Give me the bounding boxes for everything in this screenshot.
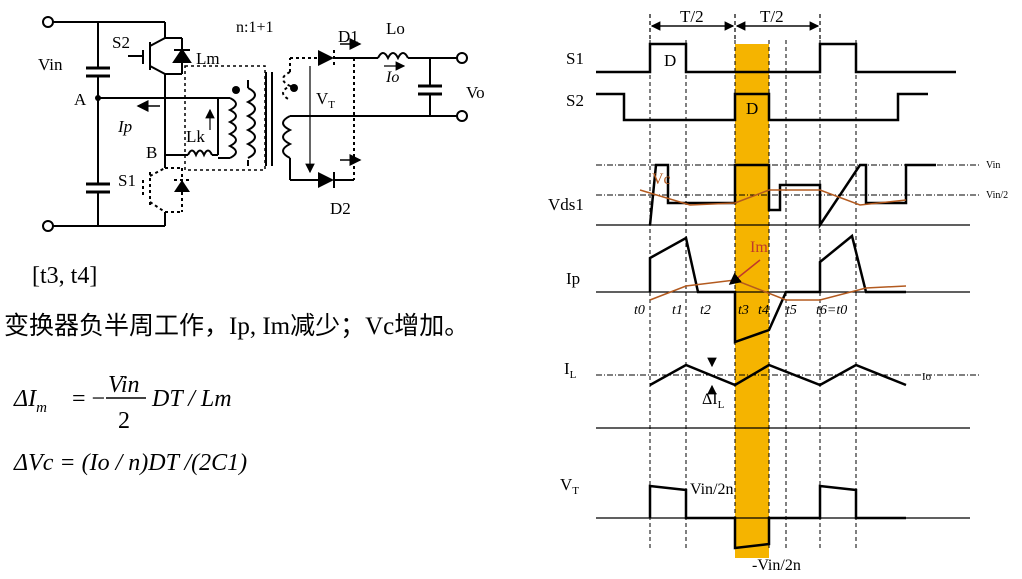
svg-text:Vin: Vin bbox=[108, 372, 140, 398]
label-lm: Lm bbox=[196, 49, 220, 68]
dot-secondary bbox=[290, 84, 298, 92]
label-s1: S1 bbox=[118, 171, 136, 190]
label-duty-s1: D bbox=[664, 51, 676, 70]
label-d1: D1 bbox=[338, 27, 359, 46]
label-vo: Vo bbox=[466, 83, 485, 102]
vo-bottom-terminal bbox=[456, 110, 468, 122]
label-s1-wave: S1 bbox=[566, 49, 584, 68]
label-d2: D2 bbox=[330, 199, 351, 218]
waveform-vt bbox=[648, 484, 906, 550]
label-lk: Lk bbox=[186, 127, 205, 146]
time-label-t1: t1 bbox=[672, 303, 683, 318]
dot-primary bbox=[232, 86, 240, 94]
label-vds1: Vds1 bbox=[548, 195, 584, 214]
label-duty-s2: D bbox=[746, 99, 758, 118]
svg-text:2: 2 bbox=[118, 408, 130, 434]
interval-label: [t3, t4] bbox=[32, 263, 97, 289]
equation-delta-vc: ΔVc = (Io / n)DT /(2C1) bbox=[13, 450, 247, 476]
inductor-lk bbox=[187, 149, 213, 158]
time-labels: t0 t1 t2 t3 t4 t5 t6=t0 bbox=[634, 303, 847, 318]
label-vt-wave: VT bbox=[560, 475, 579, 497]
transformer-secondary-top bbox=[282, 71, 293, 101]
label-vt: VT bbox=[316, 89, 335, 111]
operation-description: 变换器负半周工作，Ip, Im减少；Vc增加。 bbox=[4, 312, 469, 340]
label-ip-wave: Ip bbox=[566, 269, 580, 288]
vin-bottom-terminal bbox=[42, 220, 54, 232]
transformer-secondary-bottom bbox=[282, 115, 293, 159]
label-im: Im bbox=[750, 239, 768, 256]
label-il: IL bbox=[564, 359, 577, 381]
time-label-t5: t5 bbox=[786, 303, 797, 318]
label-s2-wave: S2 bbox=[566, 91, 584, 110]
waveform-vc bbox=[639, 189, 907, 206]
label-io-wave: Io bbox=[922, 371, 932, 383]
vin-top-terminal bbox=[42, 16, 54, 28]
label-turns-ratio: n:1+1 bbox=[236, 19, 273, 36]
half-period-dimension bbox=[649, 14, 821, 40]
svg-text:DT / Lm: DT / Lm bbox=[151, 386, 232, 412]
waveform-s1 bbox=[596, 42, 956, 74]
label-vt-negative: -Vin/2n bbox=[752, 557, 801, 574]
waveform-ip bbox=[648, 233, 906, 344]
label-s2: S2 bbox=[112, 33, 130, 52]
label-node-b: B bbox=[146, 143, 157, 162]
label-node-a: A bbox=[74, 90, 87, 109]
half-period-label-1: T/2 bbox=[680, 7, 704, 26]
label-delta-il: ΔIL bbox=[702, 391, 725, 411]
waveform-im bbox=[649, 279, 907, 301]
label-vc: Vc bbox=[652, 171, 671, 188]
waveform-s2 bbox=[596, 92, 928, 122]
time-label-t0: t0 bbox=[634, 303, 645, 318]
label-vin: Vin bbox=[38, 55, 63, 74]
label-vt-positive: Vin/2n bbox=[690, 481, 733, 498]
label-io: Io bbox=[385, 69, 399, 86]
time-label-t4: t4 bbox=[758, 303, 769, 318]
waveform-il bbox=[649, 363, 907, 387]
label-vin-half-level: Vin/2 bbox=[986, 190, 1008, 201]
vo-top-terminal bbox=[456, 52, 468, 64]
half-period-label-2: T/2 bbox=[760, 7, 784, 26]
transformer-primary bbox=[245, 87, 256, 159]
label-ip: Ip bbox=[117, 117, 132, 136]
label-lo: Lo bbox=[386, 19, 405, 38]
time-label-t2: t2 bbox=[700, 303, 711, 318]
inductor-lo bbox=[377, 52, 409, 61]
time-label-t6: t6=t0 bbox=[816, 303, 847, 318]
highlight-t3-t4 bbox=[735, 44, 769, 558]
svg-text:= −: = − bbox=[72, 386, 105, 412]
equation-delta-im: ΔIm = − Vin 2 DT / Lm bbox=[13, 372, 232, 434]
label-vin-level: Vin bbox=[986, 160, 1000, 171]
diode-d2 bbox=[318, 172, 334, 188]
switch-s2 bbox=[128, 37, 192, 75]
half-bridge-circuit bbox=[42, 16, 468, 232]
svg-text:ΔIm: ΔIm bbox=[13, 386, 47, 416]
inductor-lm bbox=[227, 97, 237, 159]
time-label-t3: t3 bbox=[738, 303, 749, 318]
node-a-dot bbox=[95, 95, 101, 101]
